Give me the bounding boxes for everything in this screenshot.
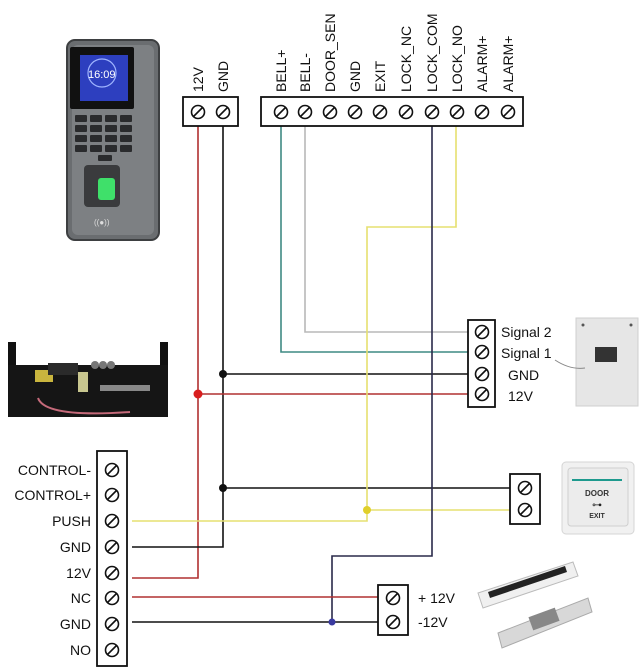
screw-terminal-icon (372, 104, 388, 120)
wire-bell-minus (304, 126, 470, 333)
terminal-label: 12V (508, 388, 534, 404)
screw-terminal-icon (385, 614, 401, 630)
terminal-label: GND (60, 616, 91, 632)
screw-terminal-icon (474, 386, 490, 402)
screw-terminal-icon (104, 616, 120, 632)
screw-terminal-icon (104, 565, 120, 581)
screw-terminal-icon (474, 104, 490, 120)
exit-button-terminal (509, 473, 541, 525)
controller-screen-time: 16:09 (88, 69, 116, 81)
junction-black-top (219, 370, 227, 378)
wire-controller-gnd (132, 126, 224, 548)
junction-blue (328, 618, 336, 626)
screw-terminal-icon (449, 104, 465, 120)
exit-button-device: DOOR ⊶ EXIT (561, 461, 635, 535)
screw-terminal-icon (500, 104, 516, 120)
screw-terminal-icon (297, 104, 313, 120)
junction-yellow (363, 506, 371, 514)
access-controller-device: 16:09 ((●)) (66, 39, 160, 241)
rfid-icon: ((●)) (94, 218, 110, 227)
controller-screen (80, 55, 128, 101)
key-icon: ⊶ (592, 500, 602, 511)
screw-terminal-icon (190, 104, 206, 120)
screw-terminal-icon (517, 502, 533, 518)
screw-terminal-icon (322, 104, 338, 120)
wire-controller-12v (132, 126, 199, 579)
terminal-label: LOCK_NO (449, 25, 465, 92)
power-supply-device (8, 342, 168, 417)
terminal-label: Signal 2 (501, 324, 552, 340)
wire-bell-plus (280, 126, 470, 353)
junction-black-bottom (219, 484, 227, 492)
terminal-label: GND (215, 61, 231, 92)
screw-terminal-icon (474, 324, 490, 340)
screw-terminal-icon (474, 344, 490, 360)
screw-terminal-icon (347, 104, 363, 120)
terminal-label: BELL+ (273, 50, 289, 92)
power-supply-terminal: CONTROL- CONTROL+ PUSH GND 12V NC GND NO (14, 450, 128, 667)
terminal-label: CONTROL+ (14, 487, 91, 503)
terminal-label: ALARM+ (474, 36, 490, 92)
screw-terminal-icon (104, 642, 120, 658)
terminal-label: BELL- (297, 53, 313, 92)
terminal-label: LOCK_COM (424, 13, 440, 92)
terminal-label: GND (508, 367, 539, 383)
terminal-label: 12V (190, 66, 206, 92)
wires (132, 126, 510, 623)
lock-device (477, 561, 593, 649)
screw-terminal-icon (474, 366, 490, 382)
screw-terminal-icon (273, 104, 289, 120)
controller-power-terminal: 12V GND (182, 61, 239, 127)
junction-red (193, 389, 203, 399)
terminal-label: -12V (418, 614, 448, 630)
screw-terminal-icon (215, 104, 231, 120)
terminal-label: DOOR_SEN (322, 13, 338, 92)
screw-terminal-icon (424, 104, 440, 120)
terminal-label: NO (70, 642, 91, 658)
controller-keypad (75, 115, 132, 161)
doorbell-terminal: Signal 2 Signal 1 GND 12V (467, 319, 552, 408)
terminal-label: EXIT (372, 60, 388, 92)
lock-terminal: + 12V -12V (377, 584, 456, 636)
terminal-label: + 12V (418, 590, 456, 606)
doorbell-device (554, 317, 639, 407)
screw-terminal-icon (385, 590, 401, 606)
screw-terminal-icon (104, 590, 120, 606)
terminal-label: GND (60, 539, 91, 555)
terminal-label: Signal 1 (501, 345, 552, 361)
terminal-label: ALARM+ (500, 36, 516, 92)
terminal-label: CONTROL- (18, 462, 91, 478)
screw-terminal-icon (104, 539, 120, 555)
terminal-label: NC (71, 590, 91, 606)
terminal-label: LOCK_NC (398, 26, 414, 92)
exit-button-exit-text: EXIT (589, 513, 605, 520)
screw-terminal-icon (104, 513, 120, 529)
wire-lock-com (331, 126, 433, 622)
screw-terminal-icon (517, 480, 533, 496)
terminal-label: PUSH (52, 513, 91, 529)
screw-terminal-icon (104, 462, 120, 478)
screw-terminal-icon (398, 104, 414, 120)
exit-button-door-text: DOOR (585, 489, 609, 498)
terminal-label: 12V (66, 565, 92, 581)
wire-lock-no (132, 126, 457, 522)
terminal-label: GND (347, 61, 363, 92)
controller-io-terminal: BELL+ BELL- DOOR_SEN GND EXIT LOCK_NC LO… (260, 13, 524, 127)
screw-terminal-icon (104, 487, 120, 503)
